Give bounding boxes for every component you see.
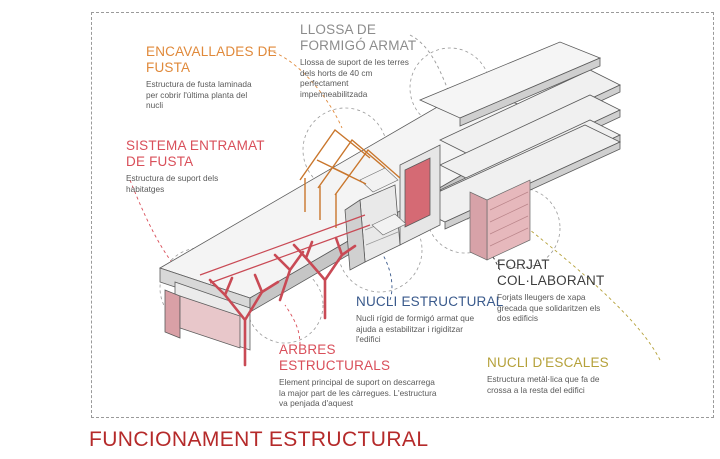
tree-bracing bbox=[199, 214, 371, 284]
label-sistema-title-line-2: DE FUSTA bbox=[126, 154, 194, 169]
label-nucli-estructural: NUCLI ESTRUCTURAL Nucli rígid de formigó… bbox=[356, 294, 503, 345]
stairs bbox=[359, 167, 407, 236]
label-encavallades-title-line-1: ENCAVALLADES DE bbox=[146, 44, 277, 59]
leader-circle-trees bbox=[246, 266, 324, 344]
label-sistema-desc-line-2: habitatges bbox=[126, 183, 165, 194]
stair-tower bbox=[469, 179, 531, 261]
leader-stairs bbox=[529, 229, 661, 361]
label-forjat-title-line-2: COL·LABORANT bbox=[497, 273, 605, 288]
label-nucli-estructural-desc-line-2: ajuda a estabilitzar i rigiditzar bbox=[356, 323, 463, 334]
label-encavallades-title: ENCAVALLADES DE FUSTA bbox=[146, 44, 277, 76]
label-arbres-title: ARBRES ESTRUCTURALS bbox=[279, 342, 436, 374]
label-forjat-title: FORJAT COL·LABORANT bbox=[497, 257, 604, 289]
label-encavallades-desc-line-3: nucli bbox=[146, 100, 164, 111]
label-forjat-desc-line-2: grecada que solidaritzen els bbox=[497, 302, 601, 313]
leader-slab bbox=[409, 34, 449, 91]
label-nucli-estructural-title: NUCLI ESTRUCTURAL bbox=[356, 294, 503, 310]
label-nucli-escales: NUCLI D'ESCALES Estructura metàl·lica qu… bbox=[487, 355, 609, 395]
roof-slab bbox=[418, 41, 602, 127]
label-arbres-desc-line-1: Element principal de suport on descarreg… bbox=[279, 377, 435, 387]
label-sistema-desc-line-1: Estructura de suport dels bbox=[126, 173, 219, 183]
label-nucli-estructural-desc: Nucli rígid de formigó armat que ajuda a… bbox=[356, 313, 503, 345]
label-llossa-desc-line-1: Llossa de suport de les terres bbox=[300, 57, 409, 67]
label-forjat: FORJAT COL·LABORANT Forjats lleugers de … bbox=[497, 257, 604, 324]
label-sistema-title: SISTEMA ENTRAMAT DE FUSTA bbox=[126, 138, 265, 170]
label-sistema-desc: Estructura de suport dels habitatges bbox=[126, 173, 265, 194]
label-forjat-desc: Forjats lleugers de xapa grecada que sol… bbox=[497, 292, 604, 324]
page-title: FUNCIONAMENT ESTRUCTURAL bbox=[89, 428, 429, 451]
label-sistema-title-line-1: SISTEMA ENTRAMAT bbox=[126, 138, 265, 153]
label-arbres-title-line-2: ESTRUCTURALS bbox=[279, 358, 391, 373]
label-nucli-estructural-desc-line-1: Nucli rígid de formigó armat que bbox=[356, 313, 475, 323]
label-llossa-desc-line-2: dels horts de 40 cm bbox=[300, 67, 373, 78]
label-llossa-title-line-2: FORMIGÓ ARMAT bbox=[300, 38, 417, 53]
label-forjat-desc-line-1: Forjats lleugers de xapa bbox=[497, 292, 586, 302]
label-nucli-escales-desc-line-2: crossa a la resta del edifici bbox=[487, 384, 585, 395]
label-forjat-desc-line-3: dos edificis bbox=[497, 313, 539, 324]
drawing-frame bbox=[91, 12, 714, 418]
label-encavallades-desc: Estructura de fusta laminada per cobrir … bbox=[146, 79, 277, 111]
label-encavallades: ENCAVALLADES DE FUSTA Estructura de fust… bbox=[146, 44, 277, 111]
label-nucli-escales-title-line-1: NUCLI D'ESCALES bbox=[487, 355, 609, 370]
label-encavallades-title-line-2: FUSTA bbox=[146, 60, 191, 75]
label-llossa-desc-line-3: perfectament bbox=[300, 78, 349, 89]
leader-trees bbox=[284, 304, 301, 346]
label-arbres-title-line-1: ARBRES bbox=[279, 342, 336, 357]
label-arbres-desc-line-2: la major part de les càrregues. L'estruc… bbox=[279, 387, 437, 398]
label-arbres-desc-line-3: va penjada d'aquest bbox=[279, 398, 354, 409]
label-nucli-estructural-desc-line-3: l'edifici bbox=[356, 334, 381, 345]
leader-circle-core bbox=[337, 207, 423, 293]
structural-trees bbox=[208, 236, 357, 367]
label-llossa-desc: Llossa de suport de les terres dels hort… bbox=[300, 57, 416, 99]
label-nucli-estructural-title-line-1: NUCLI ESTRUCTURAL bbox=[356, 294, 504, 309]
label-llossa: LLOSSA DE FORMIGÓ ARMAT Llossa de suport… bbox=[300, 22, 416, 99]
label-nucli-escales-desc-line-1: Estructura metàl·lica que fa de bbox=[487, 374, 600, 384]
label-llossa-desc-line-4: impermeabilitzada bbox=[300, 88, 368, 99]
label-llossa-title-line-1: LLOSSA DE bbox=[300, 22, 377, 37]
label-arbres: ARBRES ESTRUCTURALS Element principal de… bbox=[279, 342, 436, 409]
label-arbres-desc: Element principal de suport on descarreg… bbox=[279, 377, 436, 409]
label-llossa-title: LLOSSA DE FORMIGÓ ARMAT bbox=[300, 22, 416, 54]
label-nucli-escales-title: NUCLI D'ESCALES bbox=[487, 355, 609, 371]
label-nucli-escales-desc: Estructura metàl·lica que fa de crossa a… bbox=[487, 374, 609, 395]
leader-trusses bbox=[267, 49, 343, 129]
leader-core bbox=[379, 249, 393, 301]
label-sistema: SISTEMA ENTRAMAT DE FUSTA Estructura de … bbox=[126, 138, 265, 194]
timber-trusses bbox=[299, 128, 401, 228]
label-forjat-title-line-1: FORJAT bbox=[497, 257, 550, 272]
label-encavallades-desc-line-2: per cobrir l'última planta del bbox=[146, 89, 248, 100]
label-encavallades-desc-line-1: Estructura de fusta laminada bbox=[146, 79, 252, 89]
